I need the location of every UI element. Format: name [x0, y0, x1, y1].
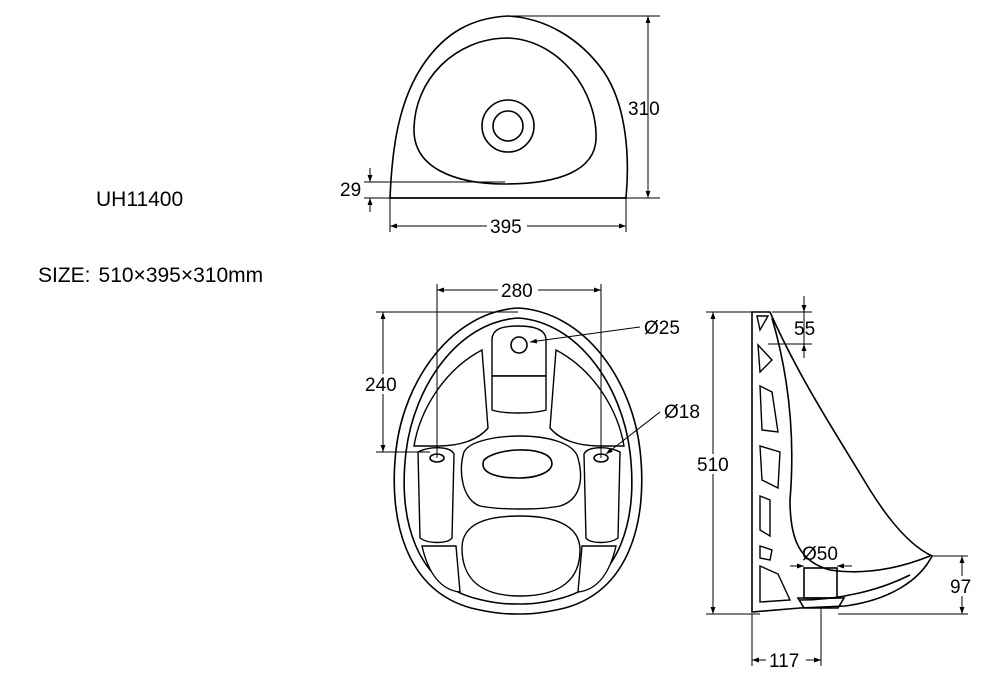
side-view-inner-curve: [771, 317, 931, 573]
side-view: 510 55 Ø50 97 117: [694, 296, 976, 672]
inlet-chamber: [491, 325, 547, 377]
side-view-bowl-curve: [799, 574, 911, 601]
top-drain-inner: [492, 110, 524, 142]
side-web-5: [759, 494, 771, 538]
front-view-inner-outline: [403, 317, 633, 605]
side-view-outline: [751, 311, 934, 613]
side-web-6: [759, 545, 773, 561]
dim-280-label-bg: [498, 280, 538, 300]
side-web-4: [759, 445, 781, 490]
central-cavity: [460, 435, 582, 510]
dim-97-label-bg: [948, 576, 976, 596]
dim-117-label: 117: [769, 651, 799, 672]
top-view: 310 29 395: [340, 15, 660, 238]
dim-o18-leader: [605, 411, 661, 455]
dim-395-label: 395: [490, 217, 522, 238]
dim-97-label: 97: [950, 577, 971, 598]
side-web-7: [759, 564, 792, 603]
dim-55-label: 55: [794, 319, 815, 340]
left-fixing-column: [417, 447, 455, 544]
dim-o50-label: Ø50: [802, 544, 838, 565]
size-spec: SIZE: 510×395×310mm: [38, 264, 263, 288]
model-number: UH11400: [96, 188, 184, 211]
outlet-pipe: [803, 567, 838, 599]
front-view: 280 240 Ø25 Ø18: [362, 280, 700, 615]
dim-240-label-bg: [362, 374, 402, 394]
lower-left-cavity: [421, 545, 461, 593]
lower-right-cavity: [577, 545, 617, 593]
central-drain: [482, 449, 553, 479]
dim-240-label: 240: [365, 375, 397, 396]
dim-29-label: 29: [340, 180, 361, 201]
dim-o18-label: Ø18: [664, 402, 700, 423]
upper-left-cavity: [413, 348, 489, 447]
dim-o25-leader: [529, 326, 641, 344]
size-value: 510×395×310mm: [98, 264, 264, 287]
size-label: SIZE:: [38, 264, 91, 287]
top-view-basin: [413, 37, 597, 185]
lower-cavity: [461, 515, 581, 597]
side-web-1: [756, 315, 770, 332]
dim-310-label: 310: [628, 99, 660, 120]
dim-o25-label: Ø25: [644, 318, 680, 339]
side-web-2: [757, 343, 773, 374]
outlet-flange: [796, 597, 846, 609]
front-view-outline: [393, 307, 643, 615]
dim-117-label-bg: [766, 650, 806, 670]
inlet-throat: [491, 375, 547, 414]
upper-right-cavity: [549, 348, 625, 447]
inlet-hole: [510, 336, 528, 354]
side-web-3: [759, 384, 779, 433]
dim-395-label-bg: [487, 216, 527, 236]
top-drain-outer: [481, 99, 535, 153]
dim-510-label-bg: [694, 454, 734, 474]
dim-280-label: 280: [501, 281, 533, 302]
right-fixing-column: [583, 447, 621, 544]
dim-510-label: 510: [697, 455, 729, 476]
